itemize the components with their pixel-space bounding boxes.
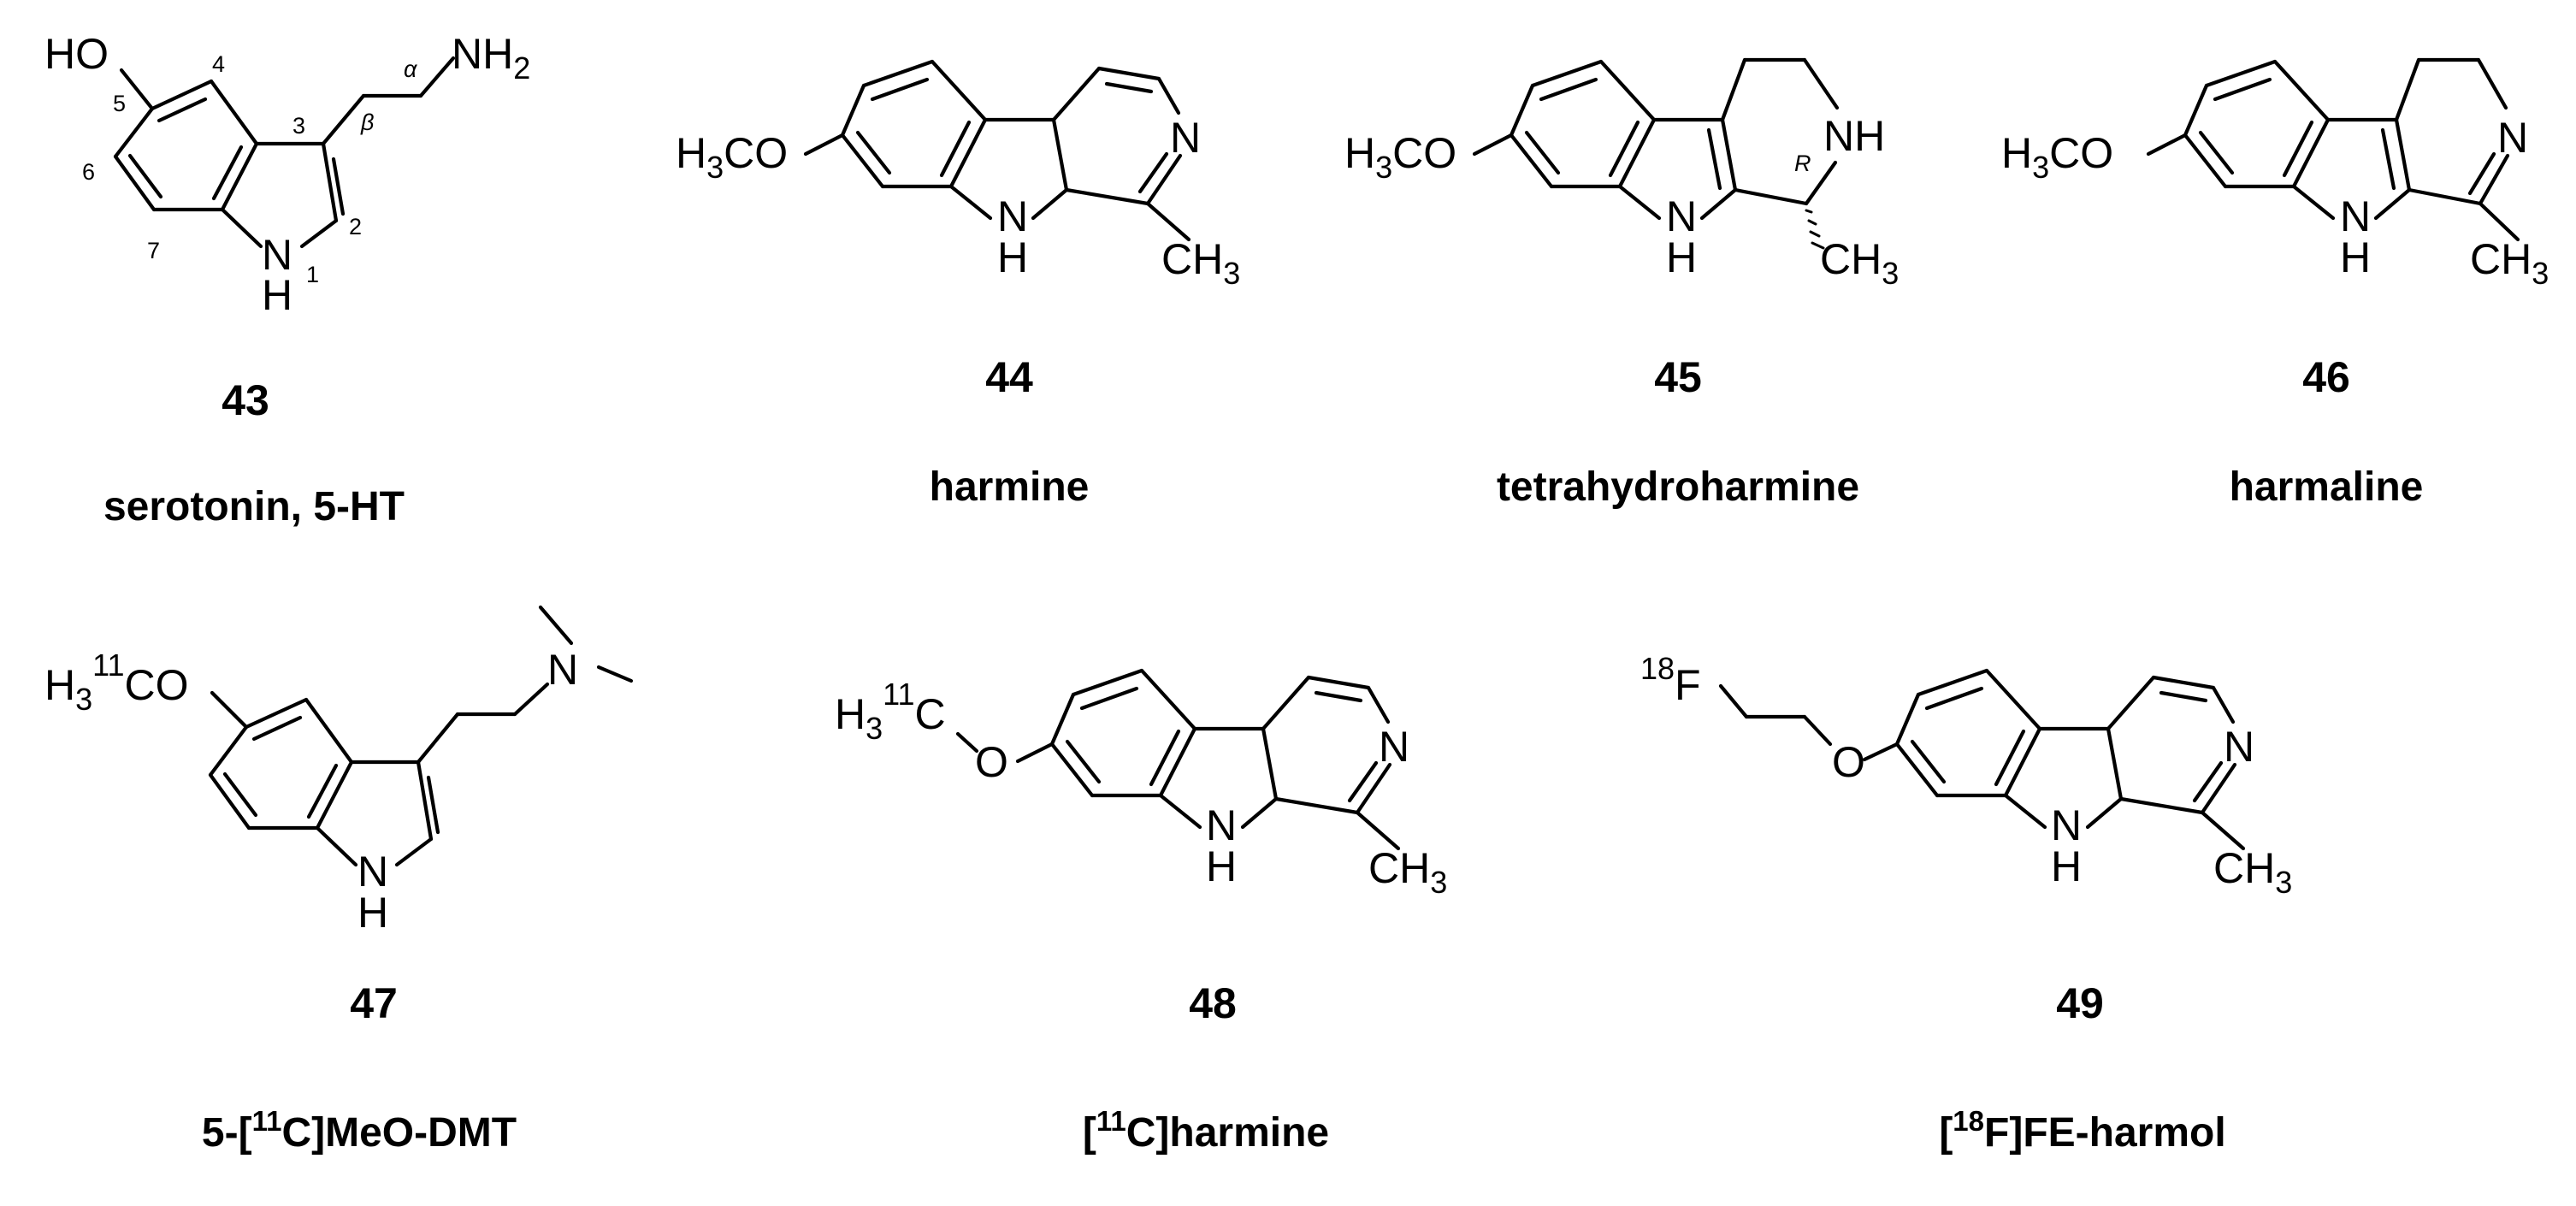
compound-44-structure: H3CO N N H CH3 44 harmine (676, 59, 1240, 510)
indole-n-label: N (1206, 801, 1237, 849)
alpha-label: α (404, 56, 418, 82)
methoxy-label: H3CO (2001, 129, 2113, 185)
methoxy-11c-label: H311CO (44, 647, 189, 717)
piperidine-nh-label: NH (1823, 112, 1885, 160)
compound-name-43: serotonin, 5-HT (103, 484, 405, 529)
beta-label: β (360, 109, 374, 135)
amine-nh2-label: NH2 (452, 30, 530, 86)
ring-number-6: 6 (82, 159, 95, 185)
methoxy-label: H3CO (676, 129, 788, 185)
compound-45-structure: H3CO NH R N H CH3 45 tetrahydroharmine (1344, 57, 1899, 510)
compound-47-bonds (208, 605, 634, 867)
imine-n-label: N (2497, 114, 2528, 162)
indole-h-label: H (2340, 234, 2371, 281)
indole-h1-label: H (262, 271, 292, 319)
indole-h-label: H (1666, 234, 1697, 281)
compound-46-bonds (2146, 57, 2520, 242)
stereo-r-label: R (1794, 151, 1811, 176)
pyridine-n-label: N (2224, 723, 2254, 771)
ring-number-4: 4 (212, 51, 225, 77)
ring-number-7: 7 (147, 238, 160, 263)
ring-number-5: 5 (113, 91, 126, 116)
indole-n-label: N (1666, 192, 1697, 240)
indole-n-label: N (2340, 192, 2371, 240)
compound-number-49: 49 (2056, 979, 2104, 1027)
indole-n-label: N (2051, 801, 2082, 849)
compound-44-bonds (803, 59, 1191, 242)
compound-48-bonds (955, 668, 1401, 851)
compound-name-48: [11C]harmine (1083, 1105, 1329, 1156)
compound-name-47: 5-[11C]MeO-DMT (202, 1105, 517, 1156)
compound-name-46: harmaline (2230, 464, 2424, 510)
dimethylamine-n-label: N (547, 646, 578, 694)
indole-n-label: N (357, 848, 388, 896)
methyl-label: CH3 (1368, 844, 1447, 900)
compound-43-structure: HO NH2 N H 4 5 6 7 3 2 1 α β 43 serotoni… (44, 30, 530, 529)
indole-h-label: H (357, 889, 388, 937)
methoxy-label: H3CO (1344, 129, 1456, 185)
methyl-label: CH3 (1820, 235, 1899, 291)
compound-name-49: [18F]FE-harmol (1939, 1105, 2225, 1156)
fluorine-18-label: 18F (1640, 651, 1701, 709)
compound-name-45: tetrahydroharmine (1497, 464, 1859, 510)
hydroxyl-label: HO (44, 30, 109, 78)
compound-number-47: 47 (350, 979, 398, 1027)
compound-49-structure: 18F O N N H CH3 49 [18F]FE-harmol (1640, 651, 2292, 1156)
methyl-label: CH3 (2470, 235, 2549, 291)
compound-46-structure: H3CO N N H CH3 46 harmaline (2001, 57, 2549, 510)
methyl-label: CH3 (2213, 844, 2292, 900)
pyridine-n-label: N (1170, 114, 1201, 162)
compound-48-structure: H311C O N N H CH3 48 [11C]harmine (835, 668, 1447, 1156)
compound-47-structure: H311CO N N H 47 5-[11C]MeO-DMT (44, 605, 634, 1156)
indole-h-label: H (1206, 842, 1237, 890)
ring-number-1: 1 (306, 262, 319, 287)
methyl-label: CH3 (1161, 235, 1240, 291)
indole-n-label: N (997, 192, 1028, 240)
pyridine-n-label: N (1379, 723, 1409, 771)
compound-name-44: harmine (930, 464, 1090, 510)
compound-number-43: 43 (222, 376, 269, 424)
indole-h-label: H (2051, 842, 2082, 890)
compound-number-48: 48 (1189, 979, 1237, 1027)
ether-o-label: O (975, 738, 1008, 786)
ether-o-label: O (1832, 738, 1865, 786)
indole-n1-label: N (262, 231, 292, 279)
compound-49-bonds (1718, 668, 2246, 851)
ring-number-2: 2 (349, 214, 362, 239)
compound-45-bonds (1472, 57, 1840, 250)
compound-number-44: 44 (985, 353, 1033, 401)
compound-number-45: 45 (1654, 353, 1702, 401)
compound-number-46: 46 (2302, 353, 2350, 401)
compound-43-bonds (113, 56, 456, 249)
indole-h-label: H (997, 234, 1028, 281)
ring-number-3: 3 (292, 113, 305, 139)
methyl-11c-label: H311C (835, 677, 946, 746)
